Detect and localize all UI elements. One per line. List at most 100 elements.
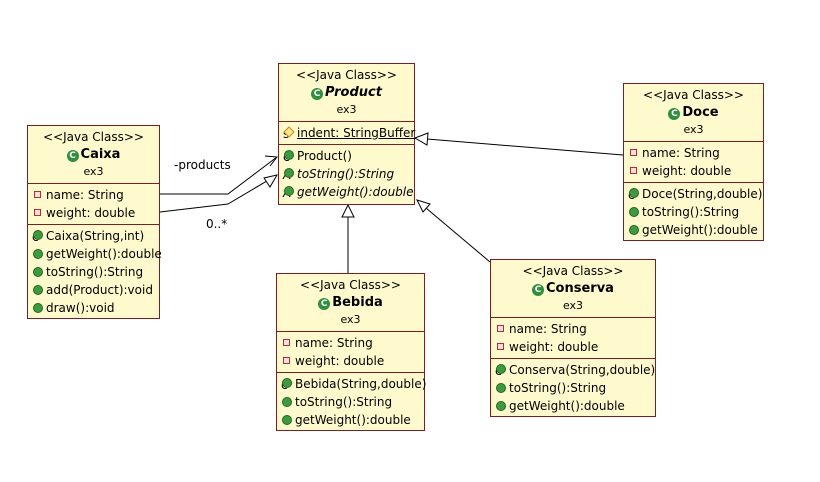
private-field-icon bbox=[495, 322, 509, 334]
field-row: weight: double bbox=[281, 352, 420, 370]
association-line-upper bbox=[160, 156, 278, 195]
class-doce-name: Doce bbox=[682, 105, 719, 120]
generalization-bebida-arrowhead bbox=[341, 203, 355, 218]
private-field-icon bbox=[32, 206, 46, 218]
method-row: getWeight():double bbox=[628, 221, 759, 239]
private-field-icon bbox=[628, 146, 642, 158]
public-method-icon bbox=[32, 283, 46, 295]
public-method-icon: A bbox=[283, 166, 297, 182]
field-row: name: String bbox=[32, 186, 155, 204]
field-row: name: String bbox=[628, 144, 759, 162]
public-method-icon: c bbox=[281, 376, 295, 392]
public-method-icon bbox=[495, 381, 509, 393]
method-row: toString():String bbox=[628, 203, 759, 221]
package-label: ex3 bbox=[336, 103, 357, 116]
method-row: draw():void bbox=[32, 299, 155, 317]
fields-compartment: name: String weight: double bbox=[491, 318, 655, 359]
fields-compartment: name: String weight: double bbox=[624, 142, 763, 183]
association-line-lower bbox=[159, 174, 278, 213]
private-field-icon bbox=[281, 354, 295, 366]
field-row: name: String bbox=[495, 320, 651, 338]
association-multiplicity-label: 0..* bbox=[206, 217, 228, 231]
package-label: ex3 bbox=[683, 123, 704, 136]
association-role-label: -products bbox=[174, 158, 231, 172]
public-method-icon: c bbox=[628, 186, 642, 202]
class-icon: C bbox=[668, 108, 681, 120]
method-row: toString():String bbox=[32, 263, 155, 281]
method-row: getWeight():double bbox=[32, 245, 162, 263]
public-method-icon bbox=[32, 247, 46, 259]
field-row: weight: double bbox=[495, 338, 651, 356]
private-field-icon bbox=[32, 188, 46, 200]
field-row: weight: double bbox=[628, 162, 759, 180]
stereotype-label: <<Java Class>> bbox=[522, 264, 624, 278]
method-row: toString():String bbox=[281, 393, 420, 411]
public-method-icon bbox=[628, 223, 642, 235]
class-icon: C bbox=[532, 284, 545, 296]
association-arrowhead-lower bbox=[263, 174, 279, 188]
stereotype-label: <<Java Class>> bbox=[43, 130, 144, 144]
stereotype-label: <<Java Class>> bbox=[300, 278, 401, 292]
private-field-icon bbox=[628, 164, 642, 176]
protected-static-field-icon: s bbox=[283, 125, 297, 141]
public-method-icon bbox=[32, 265, 46, 277]
private-field-icon bbox=[495, 340, 509, 352]
public-method-icon bbox=[628, 205, 642, 217]
public-method-icon bbox=[281, 413, 295, 425]
public-method-icon: c bbox=[495, 362, 509, 378]
method-row: toString():String bbox=[495, 379, 651, 397]
generalization-doce-line bbox=[426, 138, 624, 156]
public-method-icon: A bbox=[283, 184, 297, 200]
public-method-icon: c bbox=[283, 148, 297, 164]
public-method-icon: c bbox=[32, 228, 46, 244]
private-field-icon bbox=[281, 336, 295, 348]
method-row: getWeight():double bbox=[495, 397, 651, 415]
package-label: ex3 bbox=[83, 165, 104, 178]
class-bebida-name: Bebida bbox=[332, 295, 383, 310]
class-icon: C bbox=[66, 150, 79, 162]
generalization-conserva-arrowhead bbox=[416, 199, 431, 213]
class-icon: C bbox=[318, 298, 331, 310]
field-row: name: String bbox=[281, 334, 420, 352]
package-label: ex3 bbox=[340, 313, 361, 326]
public-method-icon bbox=[32, 301, 46, 313]
field-row: weight: double bbox=[32, 204, 155, 222]
public-method-icon bbox=[495, 399, 509, 411]
generalization-doce-arrowhead bbox=[413, 132, 429, 146]
class-product-name: Product bbox=[325, 85, 382, 100]
class-caixa-name: Caixa bbox=[80, 147, 121, 162]
fields-compartment: name: String weight: double bbox=[277, 332, 424, 373]
class-icon: C bbox=[311, 88, 324, 100]
stereotype-label: <<Java Class>> bbox=[296, 68, 397, 82]
generalization-conserva-line bbox=[425, 207, 491, 263]
method-row: add(Product):void bbox=[32, 281, 155, 299]
package-label: ex3 bbox=[562, 299, 584, 312]
stereotype-label: <<Java Class>> bbox=[643, 88, 744, 102]
